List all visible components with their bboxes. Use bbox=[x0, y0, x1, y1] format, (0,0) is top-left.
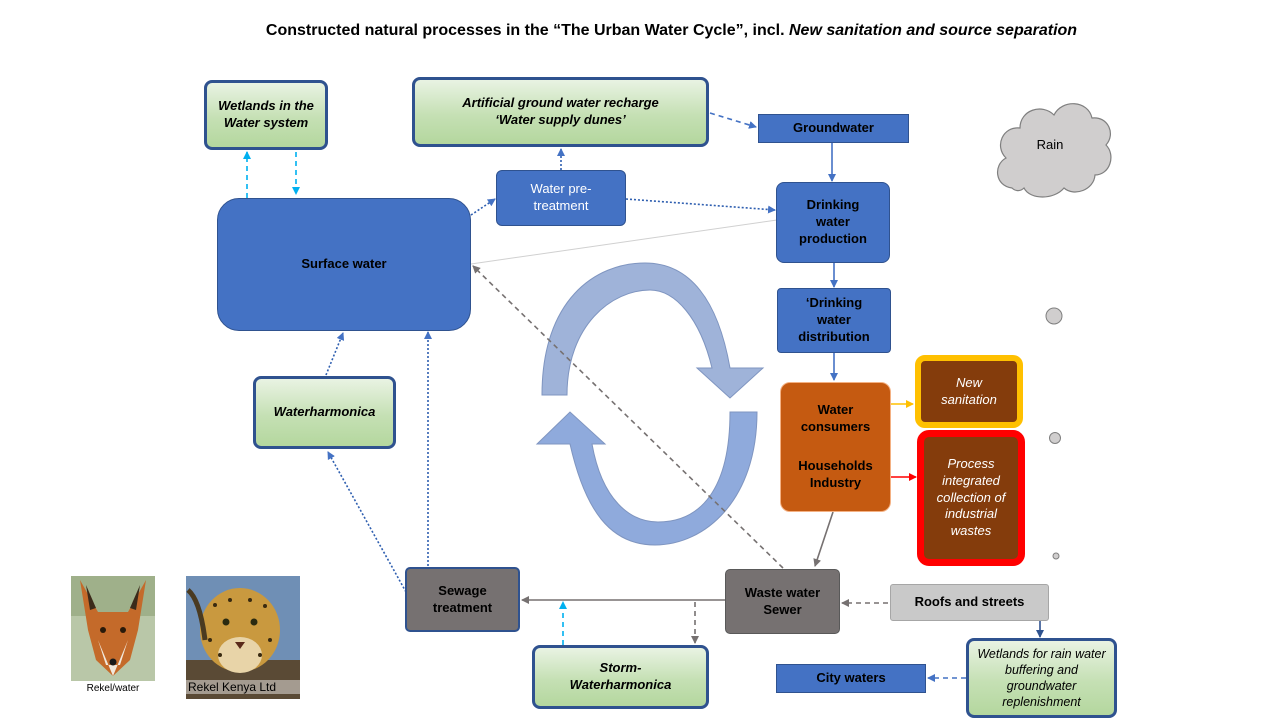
line-treatment-to-waterharmonica bbox=[327, 451, 407, 593]
line-pretreatment-to-production bbox=[625, 198, 776, 214]
groundwater-label: Groundwater bbox=[793, 120, 874, 136]
rain-label: Rain bbox=[1036, 136, 1064, 152]
city-waters-label: City waters bbox=[816, 670, 886, 686]
wetlands-rain-box[interactable]: Wetlands for rain water buffering and gr… bbox=[966, 638, 1117, 718]
waste-water-sewer-label: Waste water Sewer bbox=[744, 584, 821, 617]
line-surface-to-pretreatment bbox=[470, 198, 496, 216]
title-main: Constructed natural processes in the “Th… bbox=[265, 22, 789, 39]
line-consumers-to-sewer bbox=[813, 511, 834, 567]
storm-waterharmonica-box[interactable]: Storm-Waterharmonica bbox=[532, 645, 709, 709]
page-title: Constructed natural processes in the “Th… bbox=[0, 22, 1280, 40]
roofs-streets-label: Roofs and streets bbox=[914, 594, 1025, 610]
title-italic: New sanitation and source separation bbox=[789, 22, 1078, 39]
cycle-arrow-bottom bbox=[535, 411, 758, 546]
waterharmonica-label: Waterharmonica bbox=[273, 404, 376, 420]
process-integrated-label: Process integrated collection of industr… bbox=[936, 455, 1006, 539]
water-pretreatment-box[interactable]: Water pre-treatment bbox=[496, 170, 626, 226]
leopard-caption-text: Rekel Kenya Ltd bbox=[188, 680, 277, 694]
line-sewer-to-surface bbox=[472, 265, 784, 569]
leopard-caption: Rekel Kenya Ltd bbox=[186, 680, 300, 694]
artificial-recharge-label-1: Artificial ground water recharge bbox=[462, 95, 659, 111]
sewage-treatment-box[interactable]: Sewage treatment bbox=[405, 567, 520, 632]
line-surface-production-thin bbox=[470, 219, 778, 265]
raindrop-small-icon bbox=[1052, 552, 1060, 560]
water-consumers-label: Water consumers bbox=[800, 402, 871, 435]
roofs-streets-box[interactable]: Roofs and streets bbox=[890, 584, 1049, 621]
rain-label-box: Rain bbox=[1010, 130, 1090, 160]
line-waterharmonica-to-surface bbox=[325, 332, 345, 376]
water-consumers-box[interactable]: Water consumers Households Industry bbox=[780, 382, 891, 512]
artificial-recharge-box[interactable]: Artificial ground water recharge ‘Water … bbox=[412, 77, 709, 147]
waterharmonica-box[interactable]: Waterharmonica bbox=[253, 376, 396, 449]
rain-cloud-icon bbox=[997, 103, 1112, 198]
surface-water-label: Surface water bbox=[301, 256, 387, 272]
wetlands-water-system-box[interactable]: Wetlands in the Water system bbox=[204, 80, 328, 150]
waste-water-sewer-box[interactable]: Waste water Sewer bbox=[725, 569, 840, 634]
artificial-recharge-label-2: ‘Water supply dunes’ bbox=[495, 112, 626, 127]
sewage-treatment-label: Sewage treatment bbox=[432, 582, 493, 615]
surface-water-box[interactable]: Surface water bbox=[217, 198, 471, 331]
city-waters-box[interactable]: City waters bbox=[776, 664, 926, 693]
cycle-arrow-top bbox=[541, 262, 765, 399]
new-sanitation-box[interactable]: New sanitation bbox=[915, 355, 1023, 428]
new-sanitation-label: New sanitation bbox=[941, 374, 997, 407]
raindrop-medium-icon bbox=[1049, 432, 1061, 444]
drinking-water-production-label: Drinking water production bbox=[799, 197, 867, 246]
drinking-water-distribution-box[interactable]: ‘Drinking water distribution bbox=[777, 288, 891, 353]
households-industry-label: Households Industry bbox=[798, 458, 873, 490]
groundwater-box[interactable]: Groundwater bbox=[758, 114, 909, 143]
fox-caption: Rekel/water bbox=[71, 683, 155, 694]
storm-waterharmonica-label: Storm-Waterharmonica bbox=[569, 660, 672, 692]
fox-caption-text: Rekel/water bbox=[86, 683, 140, 694]
wetlands-water-system-label: Wetlands in the Water system bbox=[218, 98, 314, 130]
drinking-water-distribution-label: ‘Drinking water distribution bbox=[798, 295, 870, 344]
raindrop-large-icon bbox=[1045, 307, 1063, 325]
wetlands-rain-label: Wetlands for rain water buffering and gr… bbox=[977, 646, 1106, 710]
process-integrated-box[interactable]: Process integrated collection of industr… bbox=[917, 430, 1025, 566]
line-recharge-to-groundwater bbox=[709, 112, 757, 129]
leopard-photo bbox=[186, 576, 300, 699]
drinking-water-production-box[interactable]: Drinking water production bbox=[776, 182, 890, 263]
fox-photo bbox=[71, 576, 155, 681]
water-pretreatment-label: Water pre-treatment bbox=[530, 181, 592, 213]
